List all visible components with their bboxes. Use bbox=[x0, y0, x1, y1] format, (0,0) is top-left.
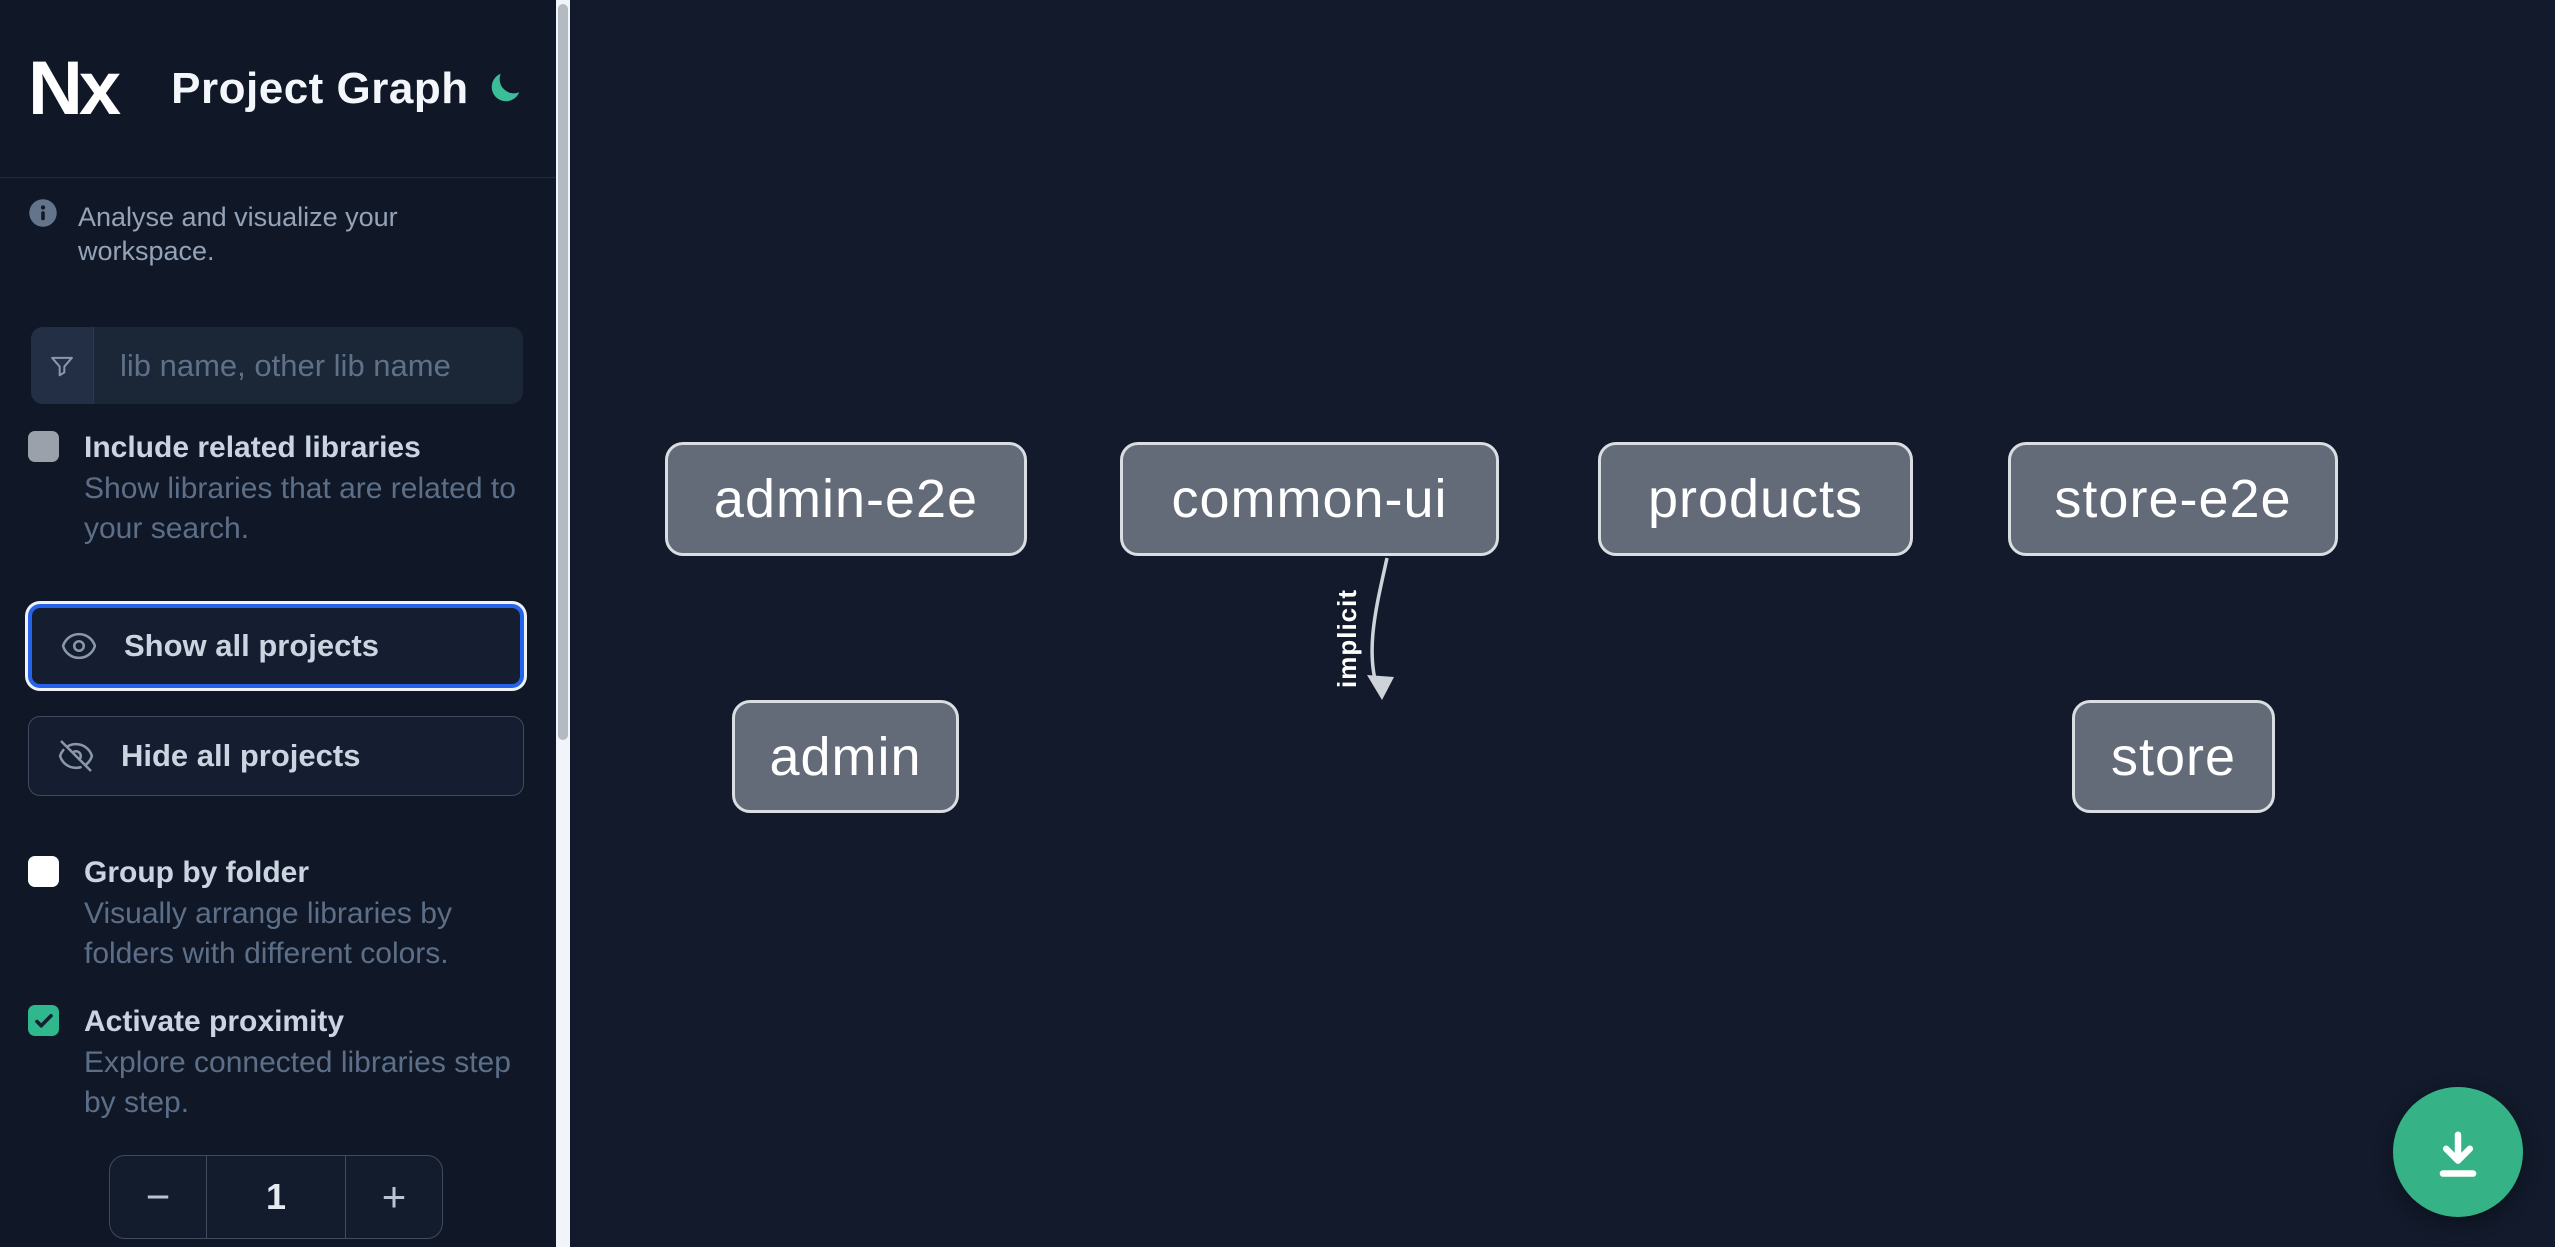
toggle-group-by-folder[interactable]: Group by folder Visually arrange librari… bbox=[28, 852, 533, 974]
toggle-label: Group by folder bbox=[84, 856, 309, 889]
proximity-decrease-button[interactable]: − bbox=[110, 1156, 206, 1238]
checkbox-unchecked-icon[interactable] bbox=[28, 856, 59, 887]
moon-icon bbox=[491, 73, 520, 102]
page-title: Project Graph bbox=[171, 63, 469, 113]
graph-node-admin[interactable]: admin bbox=[732, 700, 959, 813]
edge-admin-e2e-to-admin: implicit bbox=[1329, 557, 1394, 700]
workspace-info-text: Analyse and visualize your workspace. bbox=[78, 202, 398, 266]
sidebar: Nx Project Graph Analyse and visualize y… bbox=[0, 0, 556, 1247]
search-box bbox=[31, 327, 523, 404]
nx-logo: Nx bbox=[28, 45, 121, 131]
workspace-info: Analyse and visualize your workspace. bbox=[28, 198, 528, 268]
proximity-increase-button[interactable]: + bbox=[346, 1156, 442, 1238]
proximity-value: 1 bbox=[206, 1156, 346, 1238]
eye-slash-icon bbox=[58, 740, 94, 772]
edge-label: implicit bbox=[1332, 589, 1362, 688]
download-icon bbox=[2439, 1131, 2477, 1177]
dark-mode-toggle[interactable] bbox=[484, 67, 528, 111]
toggle-description: Visually arrange libraries by folders wi… bbox=[84, 897, 452, 970]
toggle-activate-proximity[interactable]: Activate proximity Explore connected lib… bbox=[28, 1001, 533, 1123]
toggle-label: Activate proximity bbox=[84, 1005, 345, 1038]
eye-icon bbox=[61, 632, 97, 660]
toggle-description: Explore connected libraries step by step… bbox=[84, 1046, 511, 1119]
button-label: Hide all projects bbox=[121, 738, 361, 773]
graph-node-store[interactable]: store bbox=[2072, 700, 2275, 813]
sidebar-header: Nx Project Graph bbox=[0, 0, 556, 178]
sidebar-scrollbar-thumb[interactable] bbox=[558, 4, 568, 740]
show-all-projects-button[interactable]: Show all projects bbox=[28, 604, 524, 688]
graph-node-admin-e2e[interactable]: admin-e2e bbox=[665, 442, 1027, 556]
hide-all-projects-button[interactable]: Hide all projects bbox=[28, 716, 524, 796]
toggle-description: Show libraries that are related to your … bbox=[84, 472, 516, 545]
info-icon bbox=[29, 199, 57, 227]
filter-funnel-icon bbox=[51, 356, 73, 376]
search-input[interactable] bbox=[94, 327, 523, 404]
download-graph-button[interactable] bbox=[2393, 1087, 2523, 1217]
filter-icon-cell bbox=[31, 327, 94, 404]
graph-node-products[interactable]: products bbox=[1598, 442, 1913, 556]
proximity-stepper: − 1 + bbox=[109, 1155, 443, 1239]
checkbox-unchecked-icon[interactable] bbox=[28, 431, 59, 462]
toggle-label: Include related libraries bbox=[84, 431, 421, 464]
button-label: Show all projects bbox=[124, 628, 379, 663]
graph-node-store-e2e[interactable]: store-e2e bbox=[2008, 442, 2338, 556]
toggle-include-related[interactable]: Include related libraries Show libraries… bbox=[28, 427, 533, 549]
graph-edges-layer: implicit implicit bbox=[1329, 557, 1394, 700]
checkbox-checked-icon[interactable] bbox=[28, 1005, 59, 1036]
graph-canvas[interactable]: implicit implicit bbox=[570, 0, 2555, 1247]
graph-node-common-ui[interactable]: common-ui bbox=[1120, 442, 1499, 556]
